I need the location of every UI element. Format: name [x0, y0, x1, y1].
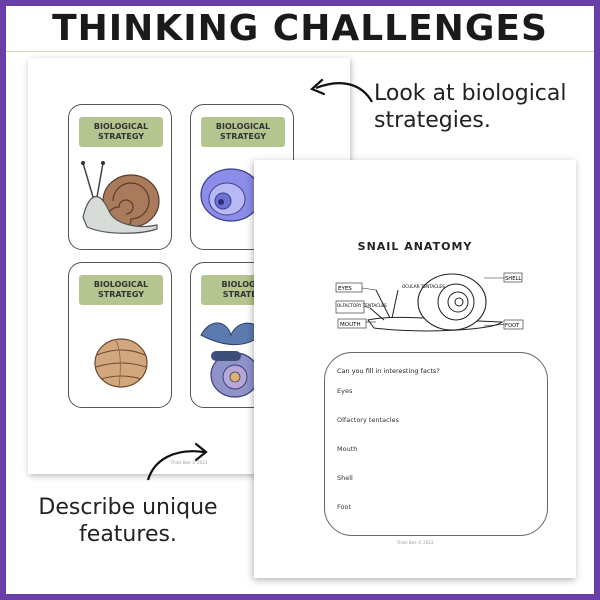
curved-arrow-icon [309, 78, 373, 103]
card-label: BIOLOGICAL STRATEGY [201, 117, 285, 147]
top-caption: Look at biological strategies. [374, 80, 567, 134]
bottom-caption-line1: Describe unique [38, 495, 218, 520]
label-eyes: EYES [338, 286, 352, 292]
bottom-caption-line2: features. [79, 522, 177, 547]
fact-item: Eyes [337, 387, 353, 395]
strategy-card-3: BIOLOGICAL STRATEGY [68, 262, 172, 408]
page-title: THINKING CHALLENGES [52, 8, 548, 49]
strategy-card-1: BIOLOGICAL STRATEGY [68, 104, 172, 250]
card-label-line1: BIOLOGIC [221, 280, 265, 289]
label-ocular-tentacles: OCULAR TENTACLES [402, 284, 445, 289]
fact-item: Olfactory tentacles [337, 416, 399, 424]
card-label-line2: STRATEGY [97, 132, 145, 141]
label-foot: FOOT [505, 323, 520, 329]
card-label-line2: STRATEGY [97, 290, 145, 299]
front-sheet-footer: Think Bee © 2023 [396, 540, 434, 545]
card-label: BIOLOGICAL STRATEGY [79, 117, 163, 147]
fact-item: Mouth [337, 445, 358, 453]
round-shell-icon [94, 338, 148, 388]
card-label-line2: STRATEGY [219, 132, 267, 141]
garden-snail-icon [81, 161, 160, 234]
facts-box: Can you fill in interesting facts? Eyes … [324, 352, 548, 536]
curved-arrow-icon [146, 442, 208, 481]
label-shell: SHELL [505, 276, 521, 282]
top-caption-line1: Look at biological [374, 81, 567, 106]
fact-item: Shell [337, 474, 353, 482]
label-mouth: MOUTH [340, 322, 361, 328]
card-label-line1: BIOLOGICAL [93, 280, 149, 289]
label-olfactory-tentacles: OLFACTORY TENTACLES [337, 303, 387, 308]
bottom-caption: Describe unique features. [30, 494, 226, 548]
title-divider [6, 51, 594, 52]
fact-item: Foot [337, 503, 352, 511]
card-label-line2: STRATEG [222, 290, 264, 299]
card-label: BIOLOGICAL STRATEGY [79, 275, 163, 305]
card-label-line1: BIOLOGICAL [93, 122, 149, 131]
snail-anatomy-worksheet: SNAIL ANATOMY EYES OLFACTORY TENTACLES M… [254, 160, 576, 578]
card-label-line1: BIOLOGICAL [215, 122, 271, 131]
snail-anatomy-diagram: EYES OLFACTORY TENTACLES MOUTH OCULAR TE… [335, 272, 524, 332]
back-sheet-footer: Think Bee © 2023 [170, 460, 208, 465]
worksheet-title: SNAIL ANATOMY [357, 240, 473, 253]
facts-question: Can you fill in interesting facts? [337, 367, 440, 375]
blue-slug-snail-icon [200, 322, 264, 398]
top-caption-line2: strategies. [374, 108, 491, 133]
